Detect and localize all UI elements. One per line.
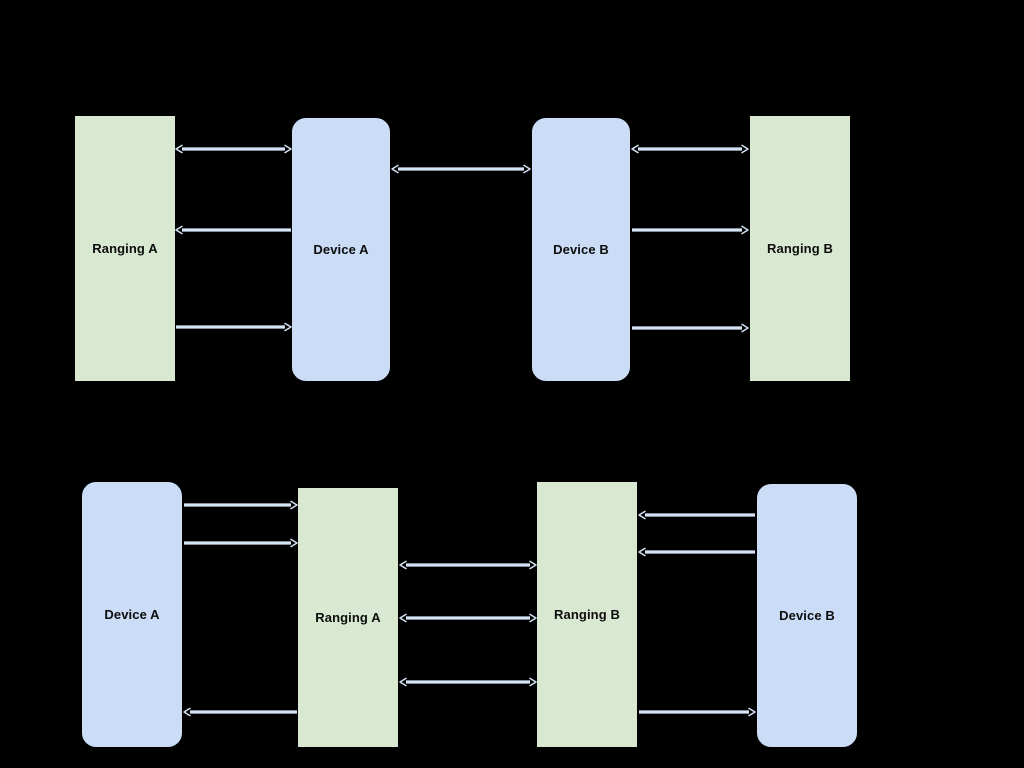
top-ranging-b[interactable]: Ranging B	[750, 116, 850, 381]
bottom-arrow-2	[184, 536, 298, 550]
bottom-ranging-b-label: Ranging B	[554, 606, 620, 622]
top-ranging-a[interactable]: Ranging A	[75, 116, 175, 381]
top-device-a[interactable]: Device A	[292, 118, 390, 381]
bottom-device-a-label: Device A	[104, 606, 160, 622]
bottom-arrow-7	[638, 508, 755, 522]
bottom-device-b-label: Device B	[779, 607, 835, 623]
bottom-arrow-5	[399, 611, 537, 625]
top-ranging-a-label: Ranging A	[92, 240, 158, 256]
bottom-device-b[interactable]: Device B	[757, 484, 857, 747]
bottom-ranging-b[interactable]: Ranging B	[537, 482, 637, 747]
top-device-a-label: Device A	[313, 241, 369, 257]
top-device-b-label: Device B	[553, 241, 609, 257]
bottom-ranging-a[interactable]: Ranging A	[298, 488, 398, 747]
bottom-arrow-1	[184, 498, 298, 512]
bottom-arrow-4	[399, 558, 537, 572]
bottom-arrow-3	[183, 705, 297, 719]
bottom-arrow-9	[639, 705, 756, 719]
bottom-arrow-8	[638, 545, 755, 559]
top-device-b[interactable]: Device B	[532, 118, 630, 381]
bottom-device-a[interactable]: Device A	[82, 482, 182, 747]
bottom-arrow-6	[399, 675, 537, 689]
bottom-ranging-a-label: Ranging A	[315, 609, 381, 625]
top-ranging-b-label: Ranging B	[767, 240, 833, 256]
